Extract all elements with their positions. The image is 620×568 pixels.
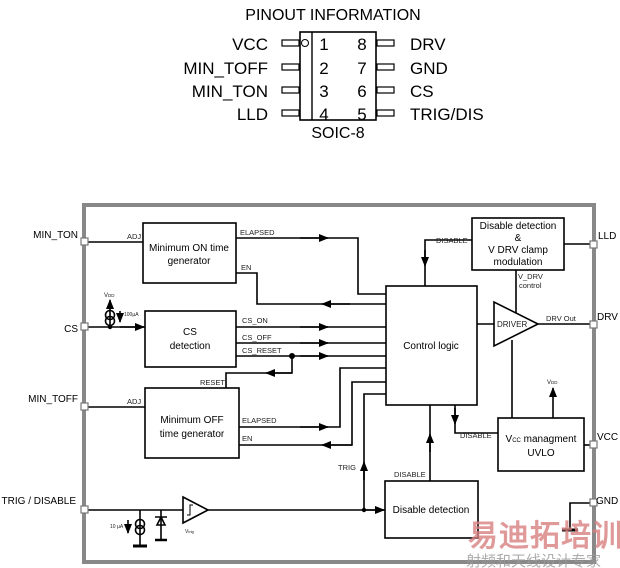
signal-label: TRIG	[338, 463, 356, 472]
pin-pads	[80, 237, 598, 514]
block-label: modulation	[494, 257, 543, 268]
min-on-time-generator-block	[142, 222, 237, 284]
block-label: Minimum ON time	[149, 243, 229, 254]
pinout-title: PINOUT INFORMATION	[245, 7, 420, 24]
pin-label-trig-disable: TRIG / DISABLE	[2, 496, 77, 507]
signal-label: ADJ	[127, 232, 141, 241]
signal-label: DISABLE	[436, 236, 468, 245]
pin-name: GND	[410, 59, 448, 78]
pinout: PINOUT INFORMATION VCC MIN_TOFF MIN_TON …	[183, 7, 483, 142]
block-label: VCC managment	[506, 434, 577, 445]
block-label: CS	[183, 327, 197, 338]
pin-label-min-ton: MIN_TON	[33, 230, 78, 241]
vdd-label: VDD	[547, 380, 558, 386]
block-label: time generator	[160, 429, 225, 440]
signal-label: ADJ	[127, 397, 141, 406]
signal-label: DRV Out	[546, 314, 577, 323]
block-label: V DRV clamp	[488, 245, 548, 256]
disable-detection-block	[384, 480, 479, 539]
pin-number: 8	[357, 35, 366, 54]
block-label: Disable detection	[393, 505, 470, 516]
watermark-logo-text: 易迪拓培训	[468, 519, 620, 553]
pin-label-gnd: GND	[596, 496, 618, 507]
pin-number: 2	[319, 59, 328, 78]
current-label: 10 µA	[110, 524, 124, 530]
pin-label-vcc: VCC	[597, 432, 618, 443]
pin-name: DRV	[410, 35, 446, 54]
signal-label: CS_OFF	[242, 333, 272, 342]
package-label: SOIC-8	[311, 125, 364, 142]
driver-label: DRIVER	[497, 320, 527, 329]
signal-label: CS_ON	[242, 316, 268, 325]
vtrig-label: Vtrig	[185, 529, 194, 535]
block-label: Minimum OFF	[160, 415, 223, 426]
pin-leads	[281, 39, 395, 117]
signal-label: DISABLE	[460, 431, 492, 440]
pin-name: VCC	[232, 35, 268, 54]
watermark-subtext: 射频和天线设计专家	[466, 553, 601, 568]
wires	[86, 234, 592, 548]
current-source-cs	[104, 309, 124, 327]
schmitt-trigger-buffer	[182, 495, 210, 525]
chip-outline	[82, 203, 596, 564]
driver-amplifier	[493, 300, 540, 348]
current-source-trig	[124, 518, 146, 536]
junction-dot	[289, 353, 295, 359]
cs-detection-block	[144, 310, 237, 368]
block-label: &	[515, 233, 522, 244]
signal-label: EN	[242, 434, 252, 443]
signal-label: CS_RESET	[242, 346, 282, 355]
block-label: Disable detection	[480, 221, 557, 232]
signal-label: DISABLE	[394, 470, 426, 479]
pin1-marker	[301, 39, 309, 47]
pin-name: TRIG/DIS	[410, 105, 484, 124]
signal-label: ELAPSED	[240, 228, 275, 237]
current-label: 100µA	[124, 312, 139, 318]
junction-dot	[107, 324, 113, 330]
control-logic-block	[385, 285, 478, 406]
pin-label-cs: CS	[64, 324, 78, 335]
pin-name: MIN_TOFF	[183, 59, 268, 78]
signal-label: control	[519, 281, 542, 290]
signal-label: ELAPSED	[242, 416, 277, 425]
block-label: generator	[168, 256, 211, 267]
signal-label: EN	[241, 263, 251, 272]
junction-dot	[361, 507, 367, 513]
pin-number: 1	[319, 35, 328, 54]
block-diagram: Minimum ON time generator CS detection M…	[2, 203, 618, 564]
block-label: UVLO	[527, 448, 554, 459]
block-label: detection	[170, 341, 211, 352]
signal-label: RESET	[200, 378, 225, 387]
pin-label-lld: LLD	[598, 231, 616, 242]
watermark: 易迪拓培训 射频和天线设计专家	[466, 519, 620, 568]
signal-label: V_DRV	[518, 272, 543, 281]
block-label: Control logic	[403, 341, 459, 352]
pin-name: MIN_TON	[192, 82, 268, 101]
pin-number: 6	[357, 82, 366, 101]
min-off-time-generator-block	[144, 387, 240, 459]
pin-number: 5	[357, 105, 366, 124]
pin-label-drv: DRV	[597, 312, 618, 323]
vdd-label: VDD	[104, 293, 115, 299]
pin-number: 4	[319, 105, 328, 124]
pin-number: 7	[357, 59, 366, 78]
pin-number: 3	[319, 82, 328, 101]
disable-detection-clamp-block	[471, 217, 565, 271]
pin-name: CS	[410, 82, 434, 101]
vcc-management-uvlo-block	[497, 417, 585, 472]
pin-label-min-toff: MIN_TOFF	[28, 394, 78, 405]
pin-name: LLD	[237, 105, 268, 124]
